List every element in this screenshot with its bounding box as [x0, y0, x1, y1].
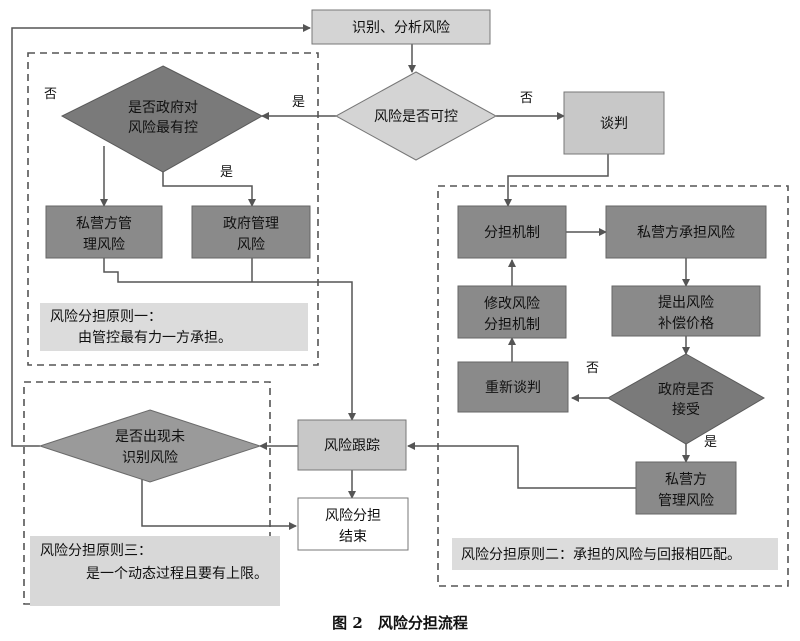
group-box-principle-2: [437, 185, 789, 587]
node-private-manage-line-2: 理风险: [83, 237, 125, 253]
decision-unidentified-line-2: 识别风险: [122, 450, 178, 466]
decision-gov-best-line-2: 风险最有控: [128, 120, 198, 136]
node-identify-analyze-risk: [311, 9, 491, 45]
connectors: [11, 24, 690, 530]
arrow-unidentified-yes-loop: [11, 24, 311, 447]
node-private-manage-line-1: 私营方管: [76, 216, 132, 232]
node-modify-line-2: 分担机制: [484, 317, 540, 333]
arrow-gov-best-yes-to-gov: [162, 172, 256, 207]
decision-risk-controllable: [334, 71, 498, 161]
decision-controllable-label: 风险是否可控: [374, 109, 458, 125]
label-no-gov-accept: 否: [586, 361, 599, 376]
node-end-line-2: 结束: [339, 529, 367, 545]
decision-gov-best-line-1: 是否政府对: [128, 100, 198, 116]
node-sharing-mechanism-label: 分担机制: [484, 225, 540, 241]
arrow-negotiate-to-share: [504, 154, 609, 207]
node-renegotiate-label: 重新谈判: [485, 380, 541, 396]
node-modify-sharing-mechanism: [457, 285, 567, 339]
figure-caption: 图 2 风险分担流程: [332, 614, 468, 632]
decision-unidentified-risk: [38, 409, 262, 483]
node-gov-manage-line-1: 政府管理: [223, 216, 279, 232]
node-private-manage-risk: [45, 205, 163, 259]
node-negotiate: [563, 91, 665, 155]
node-compensation-line-1: 提出风险: [658, 295, 714, 311]
label-no-controllable: 否: [520, 91, 533, 106]
arrow-unidentified-no-to-end: [141, 478, 297, 530]
node-propose-compensation: [611, 285, 761, 337]
node-private-bears-label: 私营方承担风险: [637, 225, 735, 241]
group-box-principle-1: [27, 52, 319, 366]
principle-2-text: 风险分担原则二：承担的风险与回报相匹配。: [461, 547, 741, 563]
principle-3-line-1: 风险分担原则三：: [40, 543, 152, 559]
node-identify-label: 识别、分析风险: [352, 20, 450, 36]
decision-gov-accept-line-1: 政府是否: [658, 382, 714, 398]
principle-1-line-1: 风险分担原则一：: [50, 309, 162, 325]
principle-3-panel: [30, 536, 280, 606]
node-gov-manage-line-2: 风险: [237, 237, 265, 253]
label-no-gov-best: 否: [44, 87, 57, 102]
principle-3-line-2: 是一个动态过程且要有上限。: [86, 566, 268, 582]
node-private-manage2-line-2: 管理风险: [658, 493, 714, 509]
decision-unidentified-line-1: 是否出现未: [115, 429, 185, 445]
node-negotiate-label: 谈判: [600, 116, 628, 132]
node-private-manage2-line-1: 私营方: [665, 472, 707, 488]
principle-1-line-2: 由管控最有力一方承担。: [78, 330, 232, 346]
node-end-line-1: 风险分担: [325, 508, 381, 524]
node-private-manage-risk-2: [635, 461, 737, 515]
node-gov-manage-risk: [191, 205, 311, 259]
node-risk-sharing-end: [297, 497, 409, 551]
node-sharing-mechanism: [457, 205, 567, 259]
decision-gov-accept-line-2: 接受: [672, 401, 700, 418]
node-private-bears-risk: [605, 205, 767, 259]
decision-gov-best-control: [60, 65, 264, 173]
arrow-private-manage2-to-tracking: [407, 442, 636, 489]
label-yes-gov-accept: 是: [704, 435, 717, 450]
node-compensation-line-2: 补偿价格: [658, 316, 714, 332]
principle-2-panel: [452, 538, 778, 570]
decision-gov-accept: [606, 353, 766, 445]
node-risk-tracking-label: 风险跟踪: [324, 438, 380, 454]
node-risk-tracking: [297, 419, 407, 471]
label-yes-controllable: 是: [292, 95, 305, 110]
node-modify-line-1: 修改风险: [484, 296, 540, 312]
principle-1-panel: [40, 303, 308, 351]
node-renegotiate: [457, 361, 569, 413]
line-private-to-tracking: [103, 258, 356, 421]
label-yes-gov-best: 是: [220, 165, 233, 180]
